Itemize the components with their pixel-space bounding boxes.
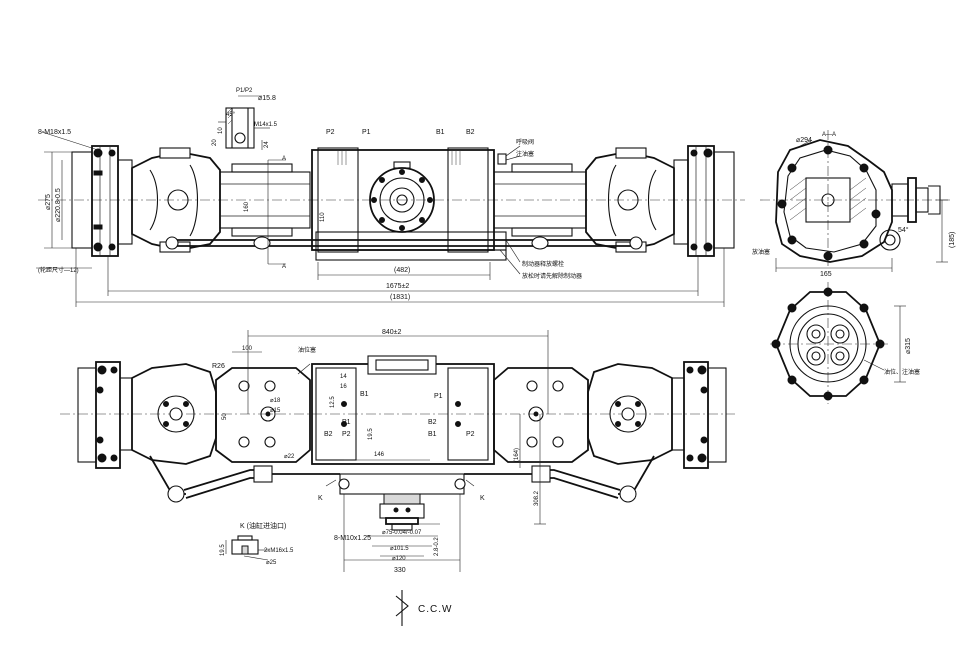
p2-top-left-label: P2 (326, 129, 335, 136)
b1-mid-label: B1 (360, 391, 369, 398)
dim-146-label: 146 (374, 452, 385, 458)
p1-top-left-label: P1 (362, 129, 371, 136)
dim-185-label: (185) (949, 232, 956, 248)
p2-right-label: P2 (466, 431, 475, 438)
dim-840-label: 840±2 (382, 329, 402, 336)
dia-120-label: ⌀120 (392, 556, 406, 562)
k-detail-title: K (油缸进油口) (240, 521, 286, 530)
dia-15-8-label: ⌀15.8 (258, 95, 276, 102)
dia-315-label: ⌀315 (905, 338, 912, 354)
p1p2-label: P1/P2 (236, 88, 253, 94)
b2-top-label: B2 (466, 129, 475, 136)
dim-2-8-label: 2.8-0.2 (434, 537, 440, 556)
section-a-bottom: A (282, 264, 286, 270)
dim-10-label: 10 (218, 127, 224, 134)
bolt-spec-label: 8-M18x1.5 (38, 129, 71, 136)
dim-165-label: 165 (820, 271, 832, 278)
hub-note-1: 制动器释放螺栓 (522, 260, 564, 268)
dim-1831-label: (1831) (390, 294, 410, 301)
wheel-note-label: (轮距尺寸—12) (38, 266, 79, 274)
dim-20-label: 20 (212, 139, 218, 146)
drain-top-label: 油位塞 (298, 346, 316, 354)
p1-mid-label: P1 (342, 419, 351, 426)
angle-54-label: 54° (898, 226, 909, 234)
dim-110-label: 110 (320, 212, 326, 222)
dia-15-label: ⌀15 (270, 408, 281, 414)
k-left-label: K (318, 495, 323, 502)
dim-50-label: 50 (222, 413, 228, 420)
bolts-m10-label: 8-M10x1.25 (334, 535, 371, 542)
dia-220-label: ⌀220.8-0.5 (55, 188, 62, 222)
dia-75-label: ⌀75-0.04/-0.07 (382, 530, 422, 536)
dim-164-label: (164) (514, 448, 520, 462)
k-detail (225, 535, 269, 561)
section-a-top: A (282, 156, 286, 162)
dim-16-label: 16 (340, 384, 347, 390)
dim-100-label: 100 (242, 346, 253, 352)
dim-19-5-a-label: 19.5 (368, 428, 374, 440)
dim-160-label: 160 (244, 201, 250, 212)
top-view-axle: 8-M18x1.5 ⌀275 ⌀220.8-0.5 (轮距尺寸—12) P1/P… (36, 88, 745, 307)
drain-label: 放油塞 (752, 248, 770, 256)
breather-label: 呼吸阀 (516, 138, 534, 146)
side-view-section: ⌀294 A—A 165 (185) 54° 放油塞 (752, 130, 956, 278)
rotation-arrow (395, 590, 409, 626)
dim-12-5-label: 12.5 (330, 396, 336, 408)
thread-m14-label: M14x1.5 (254, 122, 278, 128)
k-right-label: K (480, 495, 485, 502)
fill-plug-label: 注油塞 (516, 150, 534, 158)
thread-m16-label: 2xM16x1.5 (264, 548, 294, 554)
hub-note-2: 放松时请先解除制动器 (522, 272, 582, 280)
angle-45-label: 45° (226, 112, 236, 118)
p2-mid-label: P2 (342, 431, 351, 438)
rotation-label: C.C.W (418, 604, 452, 615)
right-wheel-flange (673, 145, 735, 257)
dim-24-label: 24 (264, 141, 270, 148)
dia-18-label: ⌀18 (270, 398, 281, 404)
dim-330-label: 330 (394, 567, 406, 574)
left-axle-tube (219, 163, 311, 237)
right-axle-tube (493, 163, 587, 237)
dia-101-label: ⌀101.5 (390, 546, 409, 552)
top-view-dimensions (36, 131, 725, 307)
p1p2-detail (218, 95, 270, 150)
left-wheel-flange (71, 145, 133, 257)
b2-right-label: B2 (428, 419, 437, 426)
p1-right-label: P1 (434, 393, 443, 400)
dim-1675-label: 1675±2 (386, 283, 409, 290)
breather-valve (497, 145, 521, 165)
dim-308-label: 308.2 (534, 490, 540, 506)
dia-275-label: ⌀275 (45, 194, 52, 210)
b1-top-label: B1 (436, 129, 445, 136)
dim-19-5-b-label: 19.5 (220, 544, 226, 556)
r26-label: R26 (212, 363, 225, 370)
tie-rod (165, 236, 643, 250)
b2-mid-label: B2 (324, 431, 333, 438)
dim-482-label: (482) (394, 267, 410, 274)
dim-14-label: 14 (340, 374, 347, 380)
dia-25-label: ⌀25 (266, 560, 277, 566)
bottom-view-axle: 840±2 100 R26 油位塞 ⌀18 ⌀15 50 ⌀22 14 16 1… (60, 329, 735, 626)
center-housing (311, 147, 507, 261)
end-view-hub: ⌀315 油位、注油塞 (770, 282, 920, 404)
oil-note-label: 油位、注油塞 (884, 368, 920, 376)
dia-22-label: ⌀22 (284, 454, 295, 460)
aa-label: A—A (822, 132, 836, 138)
b1-right-label: B1 (428, 431, 437, 438)
dia-294-label: ⌀294 (796, 137, 812, 144)
